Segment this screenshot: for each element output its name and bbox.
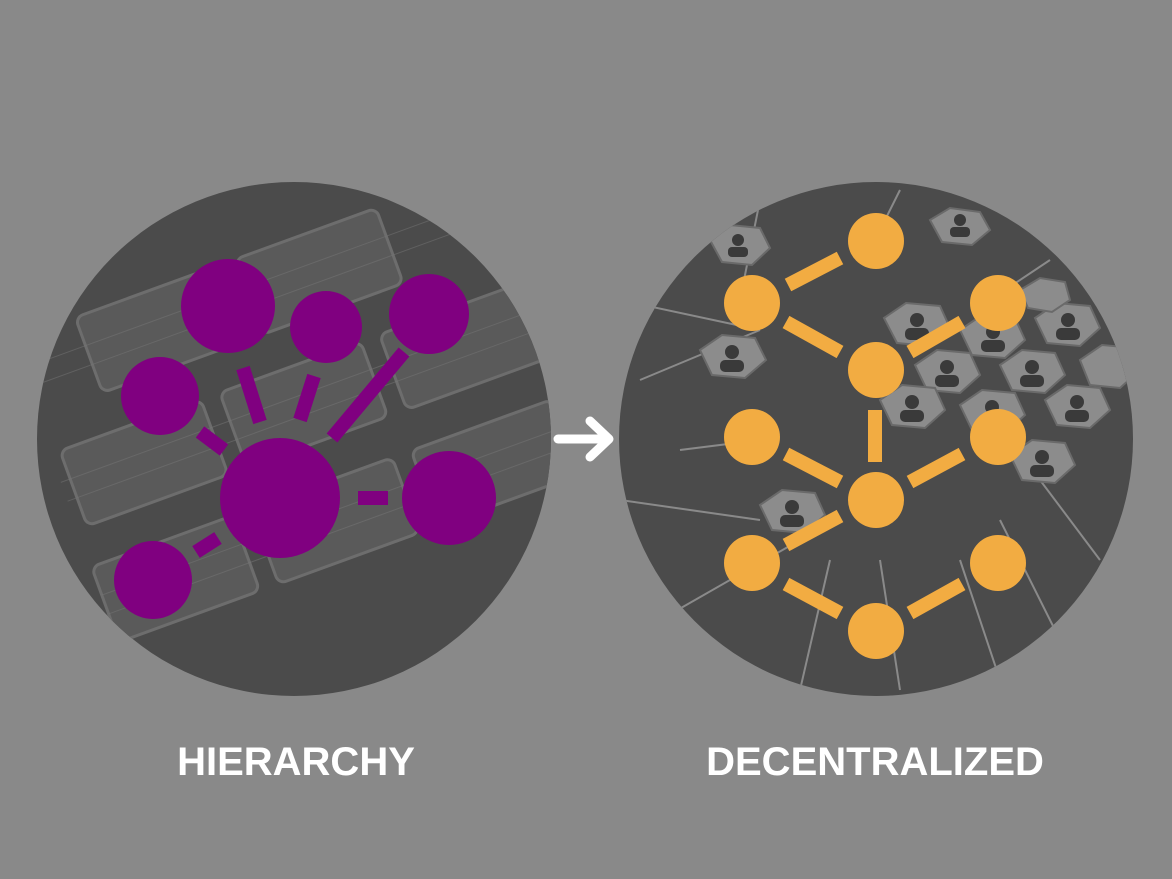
- hierarchy-backdrop: [37, 182, 551, 696]
- people-hexagon-network-photo: [619, 189, 1133, 691]
- decentralized-edge: [906, 577, 966, 620]
- decentralized-node: [848, 472, 904, 528]
- decentralized-node: [724, 535, 780, 591]
- decentralized-node: [848, 342, 904, 398]
- hierarchy-node: [290, 291, 362, 363]
- decentralized-edge: [782, 577, 844, 620]
- decentralized-node: [724, 409, 780, 465]
- decentralized-node: [724, 275, 780, 331]
- decentralized-node: [970, 409, 1026, 465]
- decentralized-node: [848, 213, 904, 269]
- decentralized-edge: [906, 447, 966, 489]
- hierarchy-edge: [293, 373, 321, 423]
- hierarchy-node: [181, 259, 275, 353]
- hierarchy-node: [114, 541, 192, 619]
- hierarchy-node: [402, 451, 496, 545]
- decentralized-node: [848, 603, 904, 659]
- hierarchy-node-center: [220, 438, 340, 558]
- decentralized-label: DECENTRALIZED: [706, 740, 1044, 784]
- decentralized-edge: [782, 509, 844, 552]
- decentralized-node: [970, 535, 1026, 591]
- decentralized-edge: [906, 315, 966, 359]
- hierarchy-edge: [236, 365, 267, 425]
- decentralized-edge: [782, 315, 844, 359]
- hierarchy-label: HIERARCHY: [177, 740, 415, 784]
- hierarchy-node: [121, 357, 199, 435]
- hierarchy-network: [114, 259, 496, 619]
- hierarchy-edge: [195, 426, 229, 456]
- decentralized-edge: [782, 447, 844, 489]
- hierarchy-edge: [326, 347, 410, 443]
- decentralized-edge: [784, 251, 844, 292]
- hierarchy-node: [389, 274, 469, 354]
- hierarchy-edge: [192, 532, 222, 558]
- arrow-right-icon: [553, 416, 614, 462]
- decentralized-network: [724, 213, 1026, 659]
- decentralized-node: [970, 275, 1026, 331]
